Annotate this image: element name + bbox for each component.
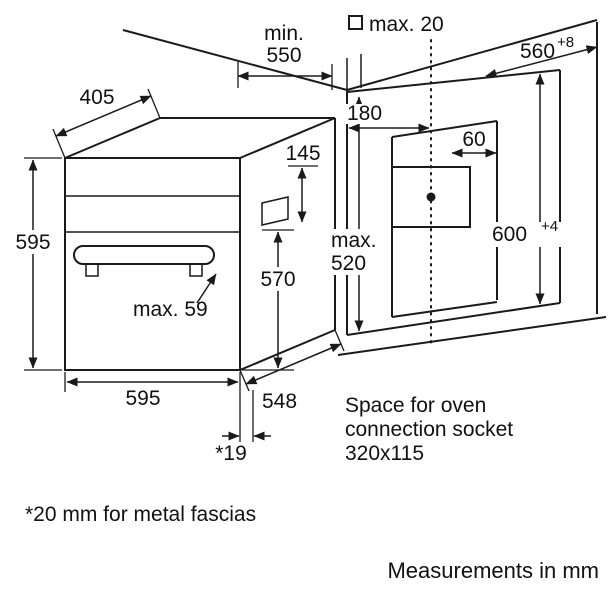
- label-570: 570: [260, 268, 295, 291]
- label-595-bottom: 595: [125, 387, 160, 410]
- niche-bottom-edge: [346, 302, 561, 336]
- oven-top-right-edge: [239, 117, 336, 159]
- niche-drawing: [337, 22, 607, 356]
- worktop-back-edge: [346, 19, 598, 91]
- oven-bottom-back-edge: [239, 329, 336, 371]
- label-60: 60: [462, 128, 485, 151]
- label-145: 145: [285, 142, 320, 165]
- socket-note-line1: Space for oven: [345, 394, 486, 417]
- max59-pointer-arrow: [196, 273, 217, 304]
- fascia-note: *20 mm for metal fascias: [25, 503, 256, 526]
- worktop-front-edge: [122, 29, 348, 91]
- side-vent: [261, 196, 289, 226]
- dim-405: [55, 95, 152, 137]
- label-masks: [13, 104, 561, 291]
- socket-note-line2: connection socket: [345, 418, 513, 441]
- label-520: 520: [331, 252, 366, 275]
- dimension-lines: [28, 45, 598, 441]
- label-560: 560: [520, 40, 555, 63]
- oven-drawing: [64, 117, 336, 371]
- label-max-word: max.: [331, 229, 377, 252]
- dim-548: [245, 343, 342, 385]
- label-550: 550: [266, 44, 301, 67]
- label-548: 548: [262, 390, 297, 413]
- label-560-tolerance: +8: [557, 34, 574, 51]
- units-note: Measurements in mm: [387, 558, 599, 583]
- dimension-labels: min. 550 max. 20 560 +8 405 180 60 145 5…: [15, 13, 574, 465]
- dim-560: [485, 45, 598, 78]
- square-symbol: [348, 15, 363, 30]
- label-19: *19: [215, 442, 247, 465]
- label-600: 600: [492, 223, 527, 246]
- label-405: 405: [79, 86, 114, 109]
- oven-control-panel: [64, 195, 241, 233]
- back-wall-top-edge: [391, 120, 498, 138]
- label-595-left: 595: [15, 231, 50, 254]
- socket-note-line3: 320x115: [345, 442, 424, 465]
- socket-area: [391, 39, 471, 346]
- back-wall-bottom-edge: [391, 301, 498, 318]
- floor-edge: [337, 316, 607, 356]
- label-600-tolerance: +4: [541, 218, 558, 235]
- oven-top-left-edge: [64, 117, 161, 159]
- socket-center-dot: [426, 192, 436, 202]
- oven-handle: [73, 245, 215, 265]
- notes: Space for oven connection socket 320x115…: [25, 394, 599, 583]
- label-180: 180: [347, 102, 382, 125]
- label-min: min.: [264, 22, 304, 45]
- label-max20: max. 20: [369, 13, 444, 36]
- label-max59: max. 59: [133, 298, 208, 321]
